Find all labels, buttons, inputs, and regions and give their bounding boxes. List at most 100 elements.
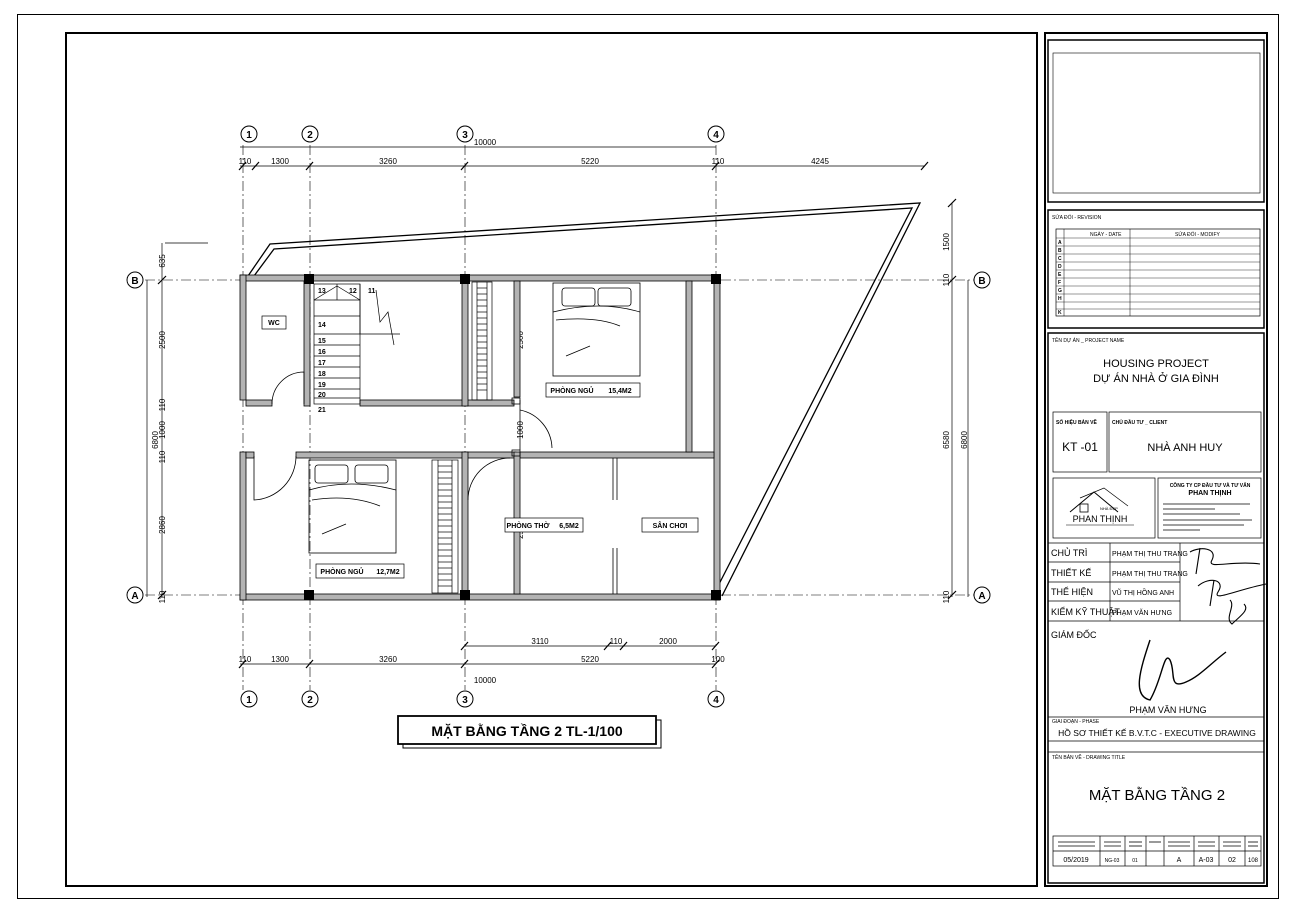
role-person: PHẠM THỊ THU TRANG	[1112, 571, 1188, 578]
wall-bedroom2-top-left	[245, 451, 255, 459]
phase-text: HỒ SƠ THIẾT KẾ B.V.T.C - EXECUTIVE DRAWI…	[1058, 727, 1256, 738]
grid-label: 1	[246, 130, 252, 141]
grid-label: B	[131, 276, 138, 287]
bed-bedroom1	[552, 282, 641, 377]
room-labels: WC PHÒNG NGỦ 15,4M2 PHÒNG NGỦ 12,7M2 PHÒ…	[261, 315, 699, 579]
room-area-bedroom1: 15,4M2	[608, 388, 631, 395]
dimension-text: 110	[239, 655, 252, 664]
dimension-text: 635	[158, 254, 167, 268]
wardrobe-upper	[471, 281, 493, 401]
room-label-bedroom2: PHÒNG NGỦ	[320, 567, 363, 576]
dimension-text: 110	[712, 157, 725, 166]
dimension-text: 1300	[271, 655, 289, 664]
director-signature	[1138, 639, 1227, 701]
footer-value: 108	[1248, 858, 1259, 864]
dimension-text: 5220	[581, 655, 599, 664]
footer-value: 02	[1228, 857, 1236, 864]
project-heading: TÊN DỰ ÁN _ PROJECT NAME	[1052, 336, 1125, 344]
stair-number: 20	[318, 392, 326, 399]
revision-row: F	[1058, 280, 1061, 286]
column	[711, 590, 721, 600]
sheet-title: MẶT BẰNG TẦNG 2	[1089, 786, 1225, 804]
dimension-text: 6580	[942, 431, 951, 449]
revision-row: C	[1058, 256, 1062, 262]
company-address-lines	[1163, 503, 1252, 531]
grid-label: 2	[307, 130, 313, 141]
bed-bedroom2	[308, 459, 397, 554]
dimension-text: 1300	[271, 157, 289, 166]
stair-numbers: 13 12 11 14 15 16 17 18 19 20 21	[318, 288, 376, 414]
door-jamb	[511, 449, 521, 457]
grid-bubble-b-right: B	[973, 271, 991, 289]
dimension-texts: 10000 110 1300 3260 5220 110 4245 110 13…	[239, 138, 830, 685]
revision-row: K	[1058, 310, 1062, 316]
grid-label: 2	[307, 695, 313, 706]
revision-col-modify: SỬA ĐỔI - MODIFY	[1175, 231, 1220, 238]
logo-text: PHAN THỊNH	[1073, 514, 1128, 524]
wall-bedroom2-right	[461, 451, 469, 595]
stair-number: 12	[349, 288, 357, 295]
company-name-prefix: CÔNG TY CP ĐẦU TƯ VÀ TƯ VẤN	[1170, 481, 1251, 489]
dimension-ticks	[157, 161, 957, 669]
stair-number: 18	[318, 371, 326, 378]
wall-left-lower	[239, 451, 247, 601]
door-worship	[467, 457, 511, 501]
dimension-text: 110	[942, 590, 951, 603]
dimension-text: 1000	[516, 421, 525, 439]
grid-bubbles: 1 2 3 4 1 2 3 4 B A B A	[126, 125, 991, 708]
drawing-no: KT -01	[1062, 440, 1098, 454]
role-label: THỂ HIỆN	[1051, 586, 1093, 597]
footer-grid	[1052, 835, 1262, 867]
stair-number: 16	[318, 349, 326, 356]
dimension-lines	[146, 146, 969, 665]
grid-bubble-1-top: 1	[240, 125, 258, 143]
dimension-text: 3260	[379, 655, 397, 664]
director-label: GIÁM ĐỐC	[1051, 629, 1097, 640]
columns	[304, 274, 721, 600]
dimension-text: 110	[158, 398, 167, 411]
doors	[253, 371, 553, 501]
staircase	[313, 283, 400, 405]
footer-value: A	[1177, 857, 1182, 864]
logo-small-text: NHÀ ĐẸP	[1100, 506, 1118, 511]
dimension-text: 110	[942, 273, 951, 286]
dimension-text: 2000	[659, 637, 677, 646]
sheet-border	[17, 14, 1279, 899]
stair-number: 21	[318, 407, 326, 414]
project-name-en: HOUSING PROJECT	[1103, 358, 1209, 370]
wall-core	[461, 280, 469, 407]
grid-bubble-a-left: A	[126, 586, 144, 604]
revision-row: G	[1058, 288, 1062, 294]
grid-label: A	[131, 591, 138, 602]
stair-number: 17	[318, 360, 326, 367]
director-name: PHẠM VĂN HƯNG	[1129, 705, 1206, 715]
revision-row: H	[1058, 296, 1062, 302]
dimension-text: 5220	[581, 157, 599, 166]
grid-label: 3	[462, 695, 468, 706]
grid-bubble-2-bottom: 2	[301, 690, 319, 708]
dimension-text: 1000	[158, 421, 167, 439]
dimension-text: 110	[610, 637, 623, 646]
drawing-title-box: MẶT BẰNG TẦNG 2 TL-1/100	[397, 715, 662, 749]
role-label: CHỦ TRÌ	[1051, 547, 1087, 558]
stair-number: 19	[318, 382, 326, 389]
drawing-no-label: SỐ HIỆU BẢN VẼ	[1056, 418, 1098, 426]
wardrobe-upper-hatch	[477, 287, 487, 391]
stair-number: 11	[368, 288, 376, 295]
wardrobe-lower-hatch	[438, 465, 452, 587]
door-wc	[271, 371, 305, 405]
vertical-dimension-texts: 6800 635 2500 110 1000 110 2860 110 6580…	[151, 233, 969, 604]
title-block-frame	[1044, 32, 1268, 887]
dimension-text: 4245	[811, 157, 829, 166]
roles: CHỦ TRÌ PHẠM THỊ THU TRANG THIẾT KẾ PHẠM…	[1051, 547, 1188, 617]
stair-number: 15	[318, 338, 326, 345]
dimension-text: 110	[158, 450, 167, 463]
dimension-text: 3110	[531, 637, 549, 646]
stamp-box-inner	[1052, 52, 1261, 194]
wall-bedroom1-right	[685, 280, 693, 453]
wall-worship-top	[519, 451, 715, 459]
dimension-text: 2500	[516, 331, 525, 349]
column	[460, 274, 470, 284]
grid-label: 1	[246, 695, 252, 706]
project-name-vi: DỰ ÁN NHÀ Ở GIA ĐÌNH	[1093, 372, 1219, 385]
